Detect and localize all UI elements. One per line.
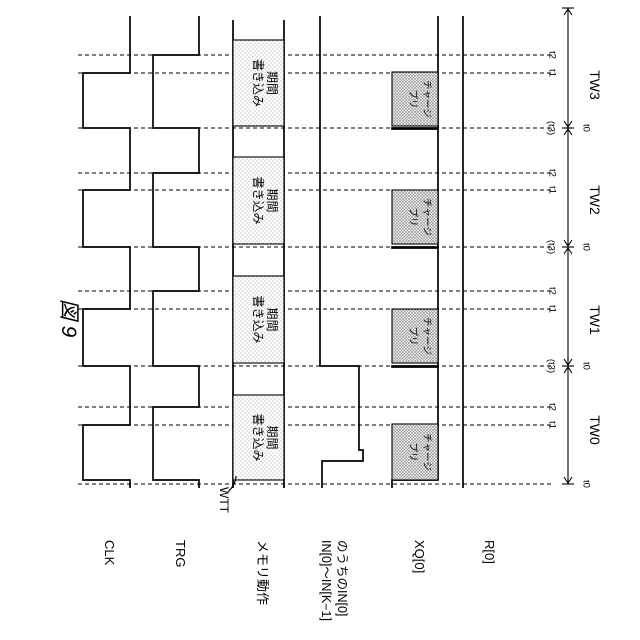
period-label-tw0: TW0: [587, 415, 603, 445]
signal-label-memory-operation: メモリ動作: [255, 540, 270, 605]
signal-label-clk: CLK: [102, 540, 117, 566]
in0-waveform: [320, 16, 363, 488]
precharge-blocks: プリチャージプリチャージプリチャージプリチャージ: [392, 72, 438, 480]
write-period-text: 期間: [265, 425, 279, 449]
precharge-text: プリ: [407, 442, 418, 461]
write-period-text: 書き込み: [251, 176, 265, 224]
signal-label-in-line2: のうちのIN[0]: [335, 540, 349, 616]
precharge-block: プリチャージ: [392, 424, 438, 480]
time-label-tw0-t1: t1: [546, 421, 557, 429]
precharge-block: プリチャージ: [392, 309, 438, 363]
write-period-blocks: 書き込み期間書き込み期間書き込み期間書き込み期間: [233, 40, 284, 480]
time-label-tw1-t0: t0: [580, 362, 591, 370]
write-period-block: 書き込み期間: [233, 157, 284, 244]
time-label-tw3-t2: t2: [546, 51, 557, 59]
write-period-block: 書き込み期間: [233, 395, 284, 480]
signal-label-xq0: XQ[0]: [412, 540, 427, 573]
period-label-tw1: TW1: [587, 305, 603, 335]
time-label-tw2-t0: t0: [580, 243, 591, 251]
precharge-text: チャージ: [421, 198, 432, 236]
figure-title: 図 9: [57, 299, 80, 338]
time-marker-lines: [78, 55, 552, 484]
time-label-tw3-t1: t1: [546, 69, 557, 77]
write-period-text: 期間: [265, 188, 279, 212]
trg-waveform: [153, 16, 199, 488]
time-label-tw2-t2: t2: [546, 169, 557, 177]
precharge-text: チャージ: [421, 80, 432, 118]
write-period-text: 期間: [265, 71, 279, 95]
signal-labels: CLK TRG メモリ動作 IN[0]〜IN[K−1] のうちのIN[0] XQ…: [102, 540, 497, 621]
write-period-block: 書き込み期間: [233, 40, 284, 126]
time-label-tw0-t2: t2: [546, 403, 557, 411]
figure-title-text: 図 9: [57, 299, 80, 338]
period-label-tw3: TW3: [587, 70, 603, 100]
precharge-text: プリ: [407, 326, 418, 345]
write-period-block: 書き込み期間: [233, 276, 284, 363]
write-period-text: 書き込み: [251, 59, 265, 107]
time-label-tw3-t0: t0: [580, 124, 591, 132]
time-label-tw1-t2: t2: [546, 287, 557, 295]
time-label-tw2-t3: (t3): [545, 240, 556, 254]
period-label-tw2: TW2: [587, 185, 603, 215]
clk-waveform: [83, 16, 130, 488]
write-period-text: 期間: [265, 307, 279, 331]
precharge-text: チャージ: [421, 433, 432, 471]
write-period-text: 書き込み: [251, 413, 265, 461]
precharge-text: プリ: [407, 207, 418, 226]
precharge-block: プリチャージ: [392, 190, 438, 244]
signal-label-in-line1: IN[0]〜IN[K−1]: [319, 540, 333, 621]
time-label-tw0-t0: t0: [580, 480, 591, 488]
precharge-text: チャージ: [421, 317, 432, 355]
time-label-tw1-t3: (t3): [545, 359, 556, 373]
signal-label-trg: TRG: [173, 540, 188, 567]
precharge-text: プリ: [407, 89, 418, 108]
precharge-block: プリチャージ: [392, 72, 438, 126]
signal-label-r0: R[0]: [482, 540, 497, 564]
time-label-tw1-t1: t1: [546, 305, 557, 313]
time-label-tw2-t1: t1: [546, 186, 557, 194]
time-label-tw3-t3: (t3): [545, 121, 556, 135]
write-period-text: 書き込み: [251, 295, 265, 343]
